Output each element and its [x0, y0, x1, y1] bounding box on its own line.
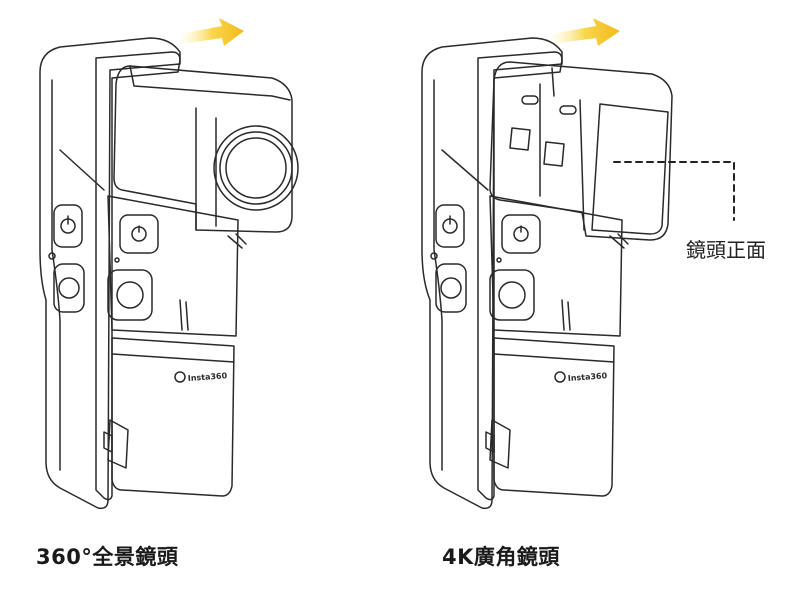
- core-power-button: [501, 214, 541, 254]
- caption-4k-lens: 4K廣角鏡頭: [442, 545, 560, 569]
- housing-back: [39, 37, 181, 510]
- core-power-button: [119, 214, 159, 254]
- callout-lens-front: 鏡頭正面: [686, 238, 766, 262]
- lens-module-4k: [489, 61, 673, 241]
- core-shutter-button: [489, 269, 535, 321]
- arrow-right-icon: [180, 18, 244, 46]
- camera-360: [39, 18, 299, 510]
- camera-core-body: [107, 195, 239, 337]
- battery-base-360: [111, 337, 235, 497]
- lens-front-face: [591, 103, 669, 235]
- brand-logo-icon: [174, 371, 186, 383]
- battery-base-4k: [493, 337, 615, 497]
- brand-text-360: Insta360: [188, 371, 228, 383]
- brand-logo-icon: [554, 371, 566, 383]
- camera-core-body: [489, 195, 623, 337]
- housing-front: [95, 51, 181, 501]
- housing-back: [421, 37, 563, 510]
- fisheye-lens: [213, 125, 299, 211]
- arrow-right-icon: [550, 18, 620, 46]
- callout-line: [613, 161, 735, 221]
- housing-shutter-button: [53, 263, 85, 313]
- camera-4k: [421, 18, 735, 510]
- housing-power-button: [53, 204, 83, 248]
- brand-text-4k: Insta360: [568, 371, 608, 383]
- housing-power-button: [435, 204, 465, 248]
- housing-shutter-button: [435, 263, 467, 313]
- core-shutter-button: [107, 269, 153, 321]
- caption-360-lens: 360°全景鏡頭: [36, 545, 179, 569]
